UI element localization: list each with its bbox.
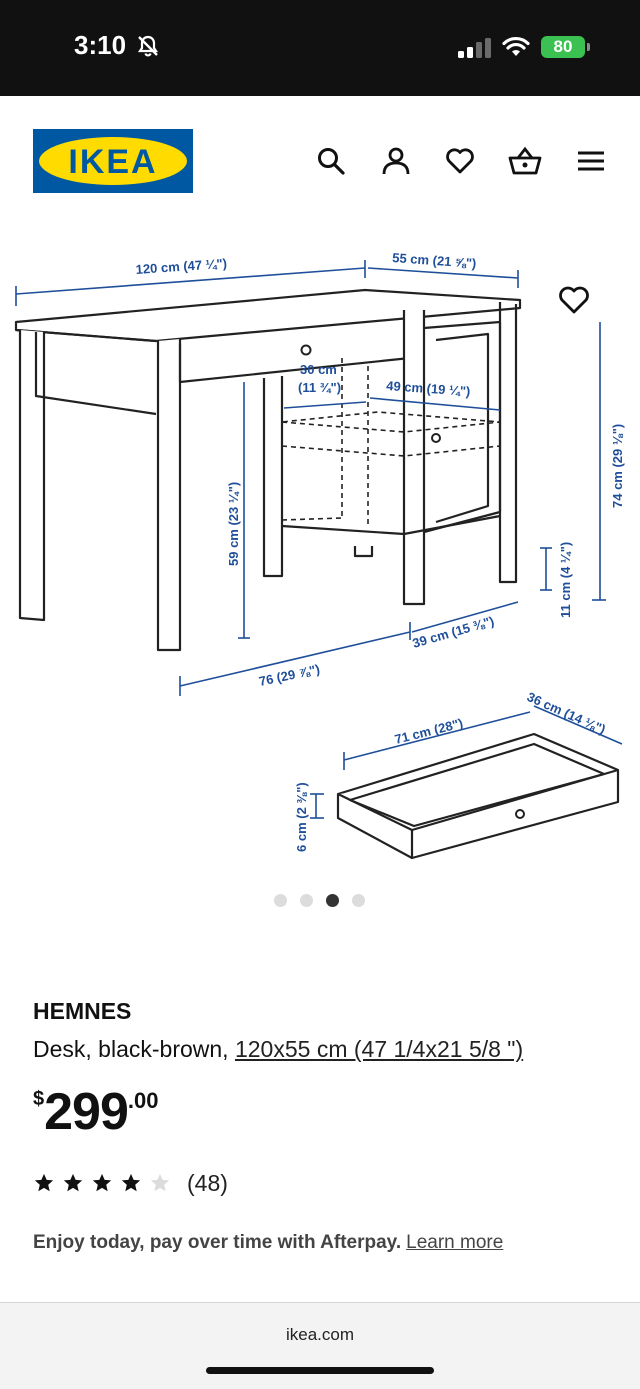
star-filled-icon bbox=[92, 1173, 112, 1192]
logo-text: IKEA bbox=[68, 143, 157, 181]
price-cents: .00 bbox=[127, 1088, 159, 1113]
dim-inner-depth: 39 cm (15 ⅜") bbox=[411, 613, 496, 651]
dim-clearance: 11 cm (4 ¼") bbox=[558, 542, 573, 618]
dim-shelf-width: 49 cm (19 ¼") bbox=[386, 378, 471, 399]
dim-width-top: 120 cm (47 ¼") bbox=[135, 256, 227, 277]
afterpay-learn-more-link[interactable]: Learn more bbox=[406, 1232, 504, 1253]
add-to-wishlist-icon[interactable] bbox=[557, 284, 591, 316]
home-indicator[interactable] bbox=[206, 1367, 434, 1374]
afterpay-banner: Enjoy today, pay over time with Afterpay… bbox=[33, 1232, 503, 1254]
product-brand: HEMNES bbox=[33, 998, 132, 1024]
star-empty-icon bbox=[150, 1173, 170, 1192]
dim-shelf-depth-inches: (11 ¾") bbox=[298, 380, 341, 395]
logo-mark: IKEA bbox=[39, 137, 187, 185]
dim-drawer-depth: 36 cm (14 ⅛") bbox=[525, 689, 608, 737]
battery-cap bbox=[587, 43, 590, 51]
pagination-dot-4[interactable] bbox=[352, 894, 365, 907]
battery-indicator: 80 bbox=[541, 36, 585, 58]
battery-level: 80 bbox=[553, 37, 573, 56]
dim-height: 74 cm (29 ⅛") bbox=[610, 424, 625, 508]
signal-icon bbox=[458, 38, 491, 58]
price-currency: $ bbox=[33, 1088, 45, 1110]
star-filled-icon bbox=[63, 1173, 83, 1192]
search-icon[interactable] bbox=[316, 146, 346, 176]
cart-icon[interactable] bbox=[508, 146, 542, 176]
bell-slash-icon bbox=[137, 35, 159, 57]
dim-leg-height: 59 cm (23 ¼") bbox=[226, 482, 241, 566]
pagination-dot-2[interactable] bbox=[300, 894, 313, 907]
browser-bottom-bar: ikea.com bbox=[0, 1302, 640, 1389]
star-filled-icon bbox=[34, 1173, 54, 1192]
product-dimension-image[interactable]: 120 cm (47 ¼") 55 cm (21 ⅝") 74 cm (29 ⅛… bbox=[0, 226, 640, 866]
status-bar: 3:10 80 bbox=[0, 0, 640, 96]
product-price: $299.00 bbox=[33, 1082, 158, 1142]
afterpay-text: Enjoy today, pay over time with Afterpay… bbox=[33, 1232, 402, 1253]
star-filled-icon bbox=[121, 1173, 141, 1192]
pagination-dot-3[interactable] bbox=[326, 894, 339, 907]
heart-icon[interactable] bbox=[445, 146, 475, 176]
review-count[interactable]: (48) bbox=[187, 1170, 228, 1196]
menu-icon[interactable] bbox=[577, 146, 605, 176]
dim-drawer-height: 6 cm (2 ⅜") bbox=[294, 782, 309, 852]
dim-depth-top: 55 cm (21 ⅝") bbox=[392, 250, 477, 271]
dim-drawer-width: 71 cm (28") bbox=[393, 715, 464, 746]
wifi-icon bbox=[502, 36, 530, 56]
product-size-link[interactable]: 120x55 cm (47 1/4x21 5/8 ") bbox=[234, 1036, 524, 1062]
address-bar-url[interactable]: ikea.com bbox=[285, 1325, 355, 1344]
ikea-logo[interactable]: IKEA bbox=[33, 129, 193, 193]
dim-shelf-depth: 30 cm bbox=[300, 362, 337, 377]
price-whole: 299 bbox=[44, 1083, 129, 1141]
site-header: IKEA bbox=[0, 96, 640, 226]
account-icon[interactable] bbox=[381, 146, 411, 176]
pagination-dot-1[interactable] bbox=[274, 894, 287, 907]
product-type: Desk, black-brown, bbox=[33, 1036, 229, 1062]
status-time: 3:10 bbox=[74, 30, 127, 60]
product-description: Desk, black-brown, 120x55 cm (47 1/4x21 … bbox=[33, 1036, 523, 1063]
